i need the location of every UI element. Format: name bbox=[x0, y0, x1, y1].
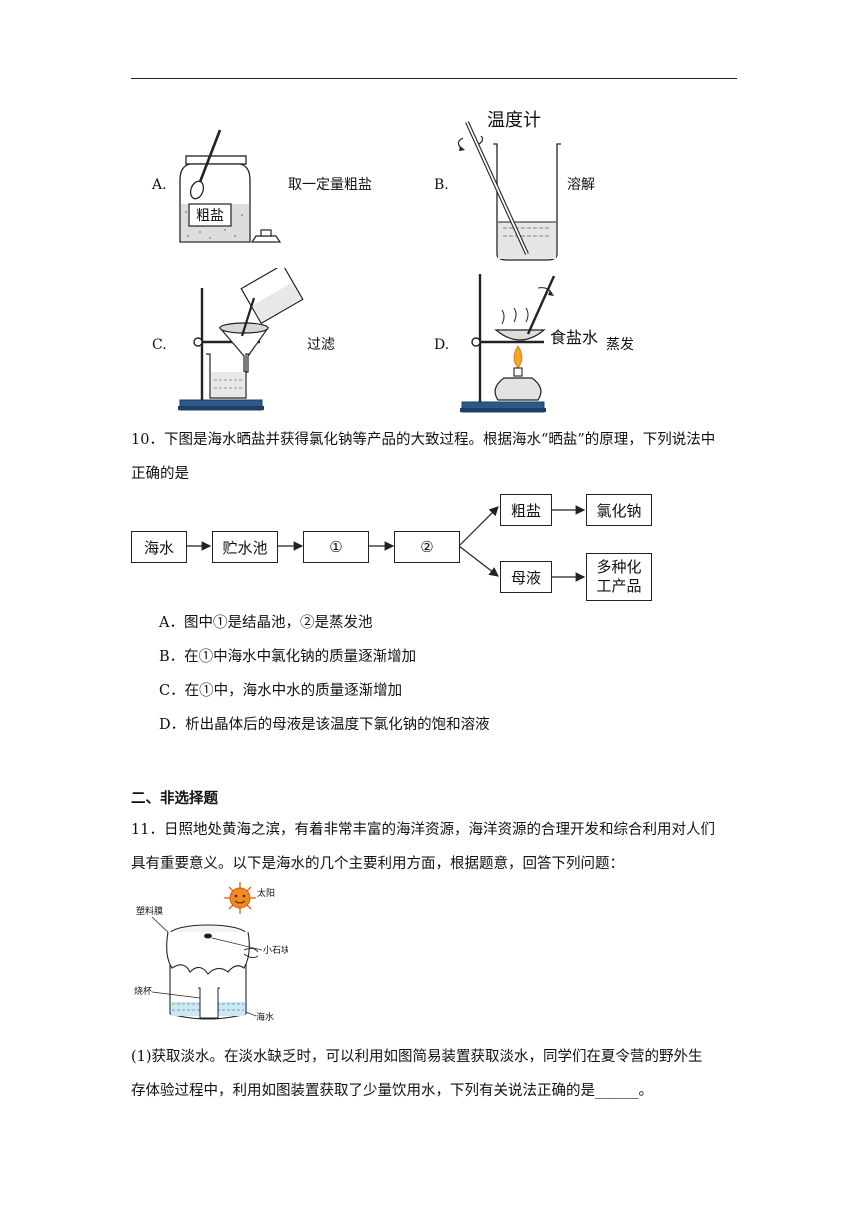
option-a-letter: A. bbox=[152, 177, 167, 193]
evaporation-figure: 食盐水 bbox=[460, 274, 598, 413]
flow-chemical-products: 多种化 工产品 bbox=[586, 553, 652, 601]
q10-option-b: B．在①中海水中氯化钠的质量逐渐增加 bbox=[159, 649, 417, 665]
q10-option-a: A．图中①是结晶池，②是蒸发池 bbox=[159, 615, 373, 631]
flow-reservoir: 贮水池 bbox=[212, 531, 278, 563]
flow-products-line1: 多种化 bbox=[596, 558, 642, 577]
dissolving-beaker-figure: 温度计 bbox=[457, 110, 561, 261]
flow-step2: ② bbox=[394, 531, 460, 563]
option-b-caption: 溶解 bbox=[567, 177, 595, 193]
salt-label: 粗盐 bbox=[196, 208, 224, 224]
filtration-figure bbox=[178, 268, 304, 411]
q11-stem-line1: 11．日照地处黄海之滨，有着非常丰富的海洋资源，海洋资源的合理开发和综合利用对人… bbox=[131, 822, 715, 838]
salt-jar-figure: 粗盐 bbox=[179, 129, 282, 243]
film-label: 塑料膜 bbox=[136, 905, 163, 917]
option-b-letter: B. bbox=[434, 177, 449, 193]
thermometer-label: 温度计 bbox=[487, 110, 541, 131]
salt-water-label: 食盐水 bbox=[550, 328, 598, 347]
q10-option-c: C．在①中，海水中水的质量逐渐增加 bbox=[159, 683, 403, 699]
option-d-caption: 蒸发 bbox=[606, 337, 634, 353]
q11-stem-line2: 具有重要意义。以下是海水的几个主要利用方面，根据题意，回答下列问题： bbox=[131, 856, 624, 872]
q10-stem-line2: 正确的是 bbox=[131, 466, 189, 482]
header-rule bbox=[131, 78, 737, 79]
solar-still-figure: 太阳 塑料膜 小石块 烧杯 海水 bbox=[134, 882, 288, 1023]
flow-products-line2: 工产品 bbox=[596, 577, 642, 595]
flow-step1: ① bbox=[303, 531, 369, 563]
seawater-label: 海水 bbox=[256, 1011, 274, 1023]
option-a-caption: 取一定量粗盐 bbox=[288, 177, 372, 193]
sun-icon bbox=[224, 882, 256, 914]
option-c-letter: C. bbox=[152, 337, 167, 353]
flow-seawater: 海水 bbox=[131, 531, 187, 563]
option-c-caption: 过滤 bbox=[307, 337, 335, 353]
option-d-letter: D. bbox=[434, 337, 450, 353]
section-title: 二、非选择题 bbox=[131, 790, 218, 807]
q11-sub1-line1: (1)获取淡水。在淡水缺乏时，可以利用如图简易装置获取淡水，同学们在夏令营的野外… bbox=[131, 1049, 703, 1065]
flow-mother-liquor: 母液 bbox=[500, 561, 552, 593]
q10-stem-line1: 10．下图是海水晒盐并获得氯化钠等产品的大致过程。根据海水“晒盐”的原理，下列说… bbox=[131, 432, 716, 448]
beaker-label: 烧杯 bbox=[134, 985, 152, 997]
flow-crude-salt: 粗盐 bbox=[500, 494, 552, 526]
flow-arrows bbox=[187, 505, 586, 582]
q11-sub1-line2: 存体验过程中，利用如图装置获取了少量饮用水，下列有关说法正确的是______。 bbox=[131, 1083, 653, 1099]
stone-label: 小石块 bbox=[263, 944, 288, 956]
sun-label: 太阳 bbox=[257, 887, 275, 899]
salt-label-box bbox=[188, 203, 232, 227]
q10-option-d: D．析出晶体后的母液是该温度下氯化钠的饱和溶液 bbox=[159, 717, 490, 733]
flow-nacl: 氯化钠 bbox=[586, 494, 652, 526]
